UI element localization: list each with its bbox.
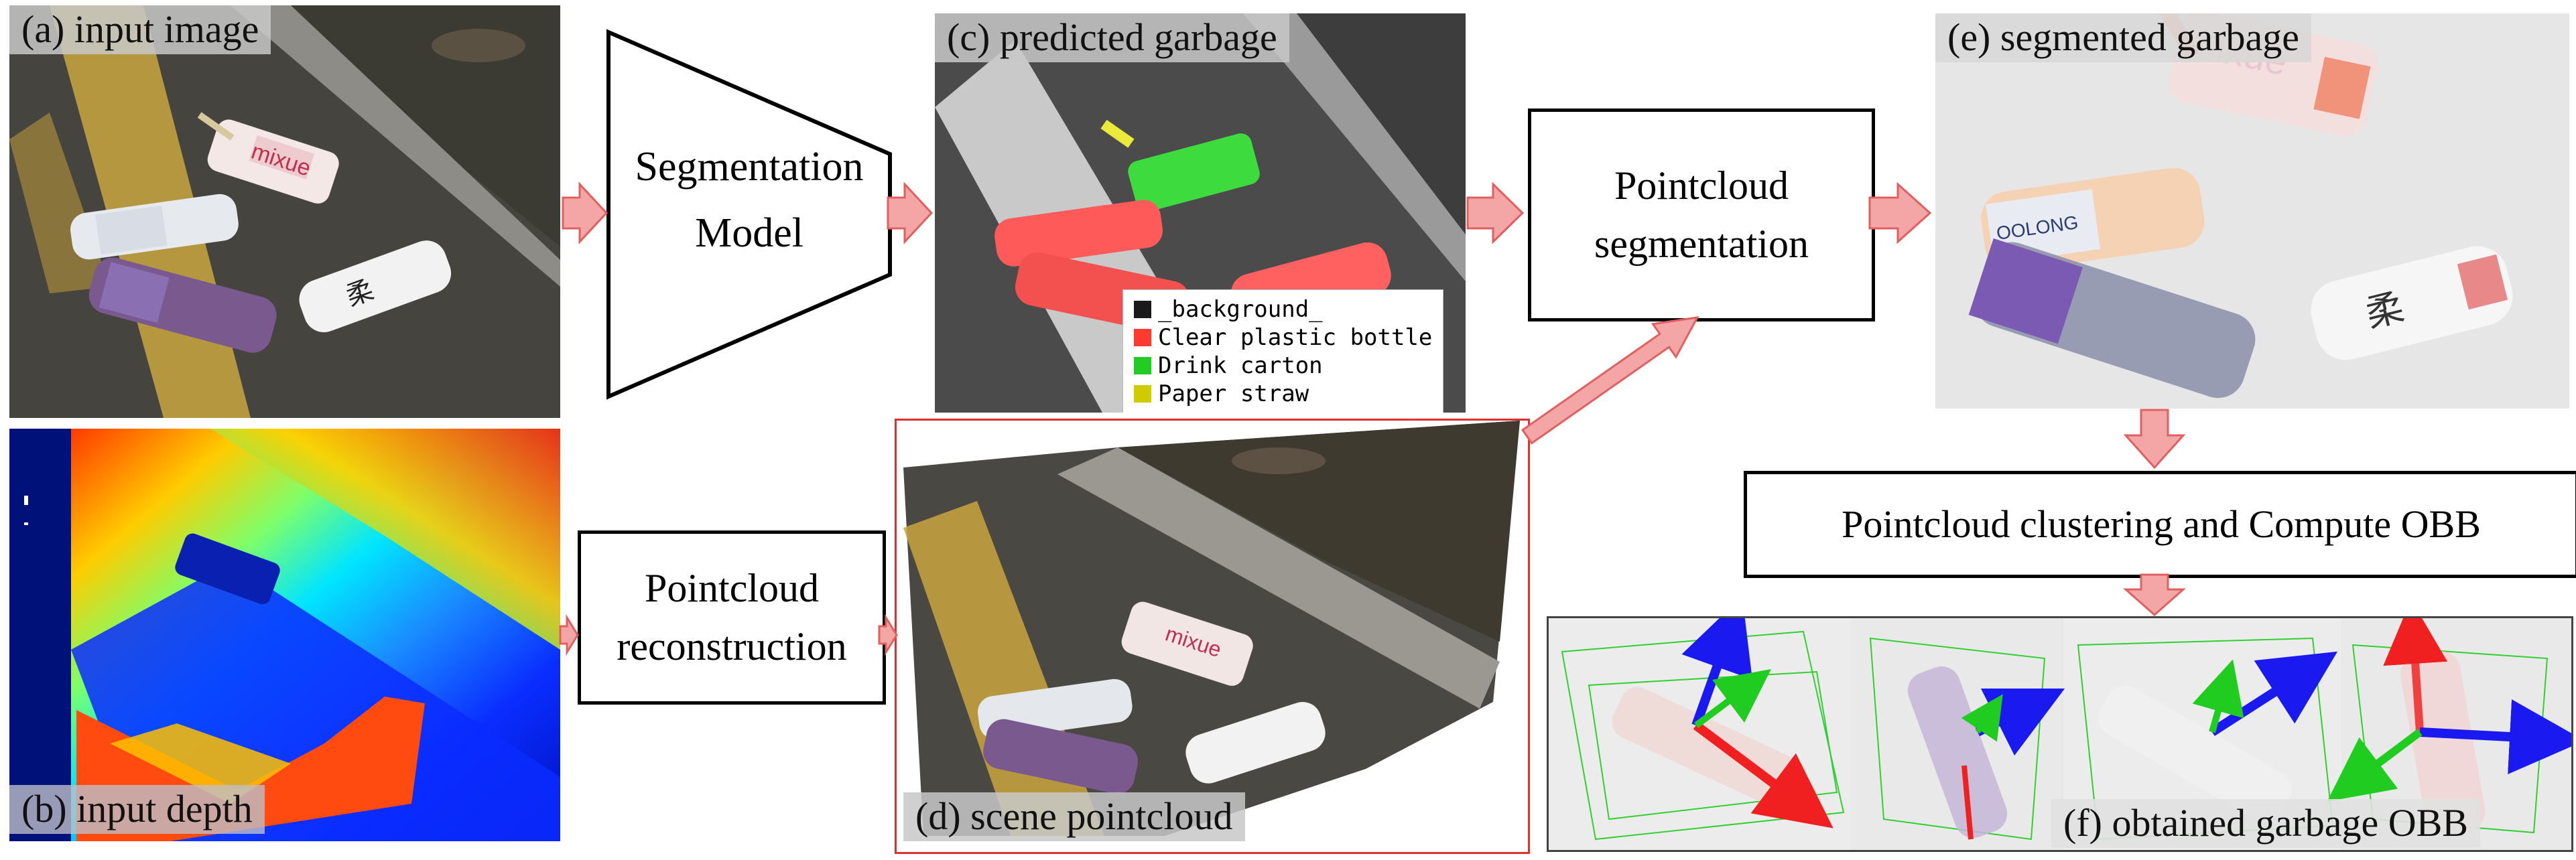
- scene-pointcloud-panel: mixue (d) scene pointcloud: [895, 419, 1530, 854]
- clustering-obb-label: Pointcloud clustering and Compute OBB: [1842, 502, 2481, 546]
- input-depth-panel: (b) input depth: [9, 429, 560, 841]
- arrow-pointcloud-to-segmentation: [1521, 316, 1699, 445]
- segmentation-model-line1: Segmentation: [635, 144, 864, 190]
- legend-swatch: [1134, 357, 1151, 374]
- pointcloud-segmentation-line2: segmentation: [1594, 222, 1809, 266]
- arrow-depth-to-reconstruction: [559, 614, 579, 656]
- arrow-model-to-prediction: [887, 182, 933, 244]
- pointcloud-segmentation-box: Pointcloud segmentation: [1528, 109, 1875, 321]
- arrow-result-to-clustering: [2123, 409, 2186, 470]
- pointcloud-reconstruction-line1: Pointcloud: [644, 566, 819, 610]
- arrow-segmentation-to-result: [1868, 182, 1932, 244]
- input-image-panel: mixue 柔 (a) input image: [9, 5, 560, 418]
- pointcloud-segmentation-line1: Pointcloud: [1614, 163, 1789, 208]
- arrow-clustering-to-obb: [2123, 573, 2186, 617]
- legend-swatch: [1134, 301, 1151, 318]
- caption-input-image: (a) input image: [9, 5, 271, 54]
- input-image-scene: mixue 柔: [9, 5, 560, 418]
- legend-item: Paper straw: [1134, 380, 1432, 408]
- segmented-garbage-panel: ixue OOLONG 柔 (e) segmented garbage: [1935, 13, 2569, 409]
- pointcloud-reconstruction-line2: reconstruction: [617, 624, 847, 668]
- segmentation-model-line2: Model: [695, 210, 803, 257]
- arrow-reconstruction-to-pointcloud: [878, 614, 898, 656]
- clustering-obb-box: Pointcloud clustering and Compute OBB: [1744, 471, 2576, 578]
- legend-label: Paper straw: [1158, 380, 1309, 407]
- pointcloud-reconstruction-box: Pointcloud reconstruction: [578, 530, 886, 705]
- segmentation-model-trapezoid: [606, 29, 892, 400]
- legend-item: Clear plastic bottle: [1134, 324, 1432, 352]
- caption-obtained-obb: (f) obtained garbage OBB: [2051, 799, 2480, 848]
- scene-pointcloud-render: mixue: [903, 421, 1520, 836]
- legend-item: Drink carton: [1134, 352, 1432, 380]
- legend-swatch: [1134, 329, 1151, 346]
- caption-scene-pointcloud: (d) scene pointcloud: [903, 792, 1245, 841]
- legend-swatch: [1134, 385, 1151, 403]
- caption-predicted-garbage: (c) predicted garbage: [935, 13, 1289, 62]
- legend-item: _background_: [1134, 295, 1432, 324]
- legend-label: _background_: [1158, 296, 1323, 323]
- caption-input-depth: (b) input depth: [9, 785, 265, 834]
- predicted-garbage-panel: (c) predicted garbage _background_ Clear…: [935, 13, 1466, 413]
- legend-label: Drink carton: [1158, 352, 1323, 379]
- segmentation-model-label: Segmentation Model: [608, 134, 890, 267]
- legend-label: Clear plastic bottle: [1158, 324, 1433, 351]
- caption-segmented-garbage: (e) segmented garbage: [1935, 13, 2311, 62]
- obb-render: [1549, 618, 2571, 850]
- segmentation-legend: _background_ Clear plastic bottle Drink …: [1122, 289, 1444, 413]
- arrow-prediction-to-segmentation: [1466, 182, 1525, 244]
- obb-panel: (f) obtained garbage OBB: [1547, 616, 2573, 852]
- arrow-image-to-model: [562, 182, 608, 244]
